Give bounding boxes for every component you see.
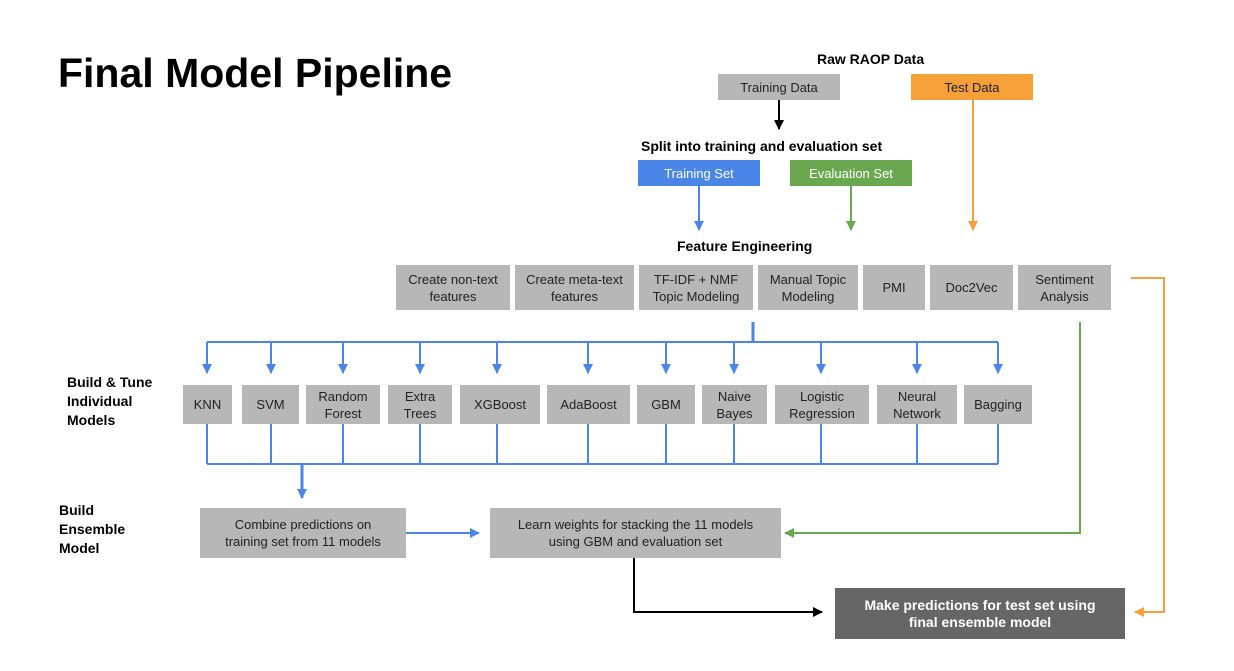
model-box-knn: KNN: [183, 385, 232, 424]
model-label: Regression: [789, 405, 855, 421]
model-box-xgboost: XGBoost: [460, 385, 540, 424]
model-collect-lines: [206, 424, 999, 499]
evaluation-set-box: Evaluation Set: [790, 160, 912, 186]
model-label: XGBoost: [473, 397, 527, 412]
training-set-label: Training Set: [664, 165, 734, 181]
feature-label: PMI: [882, 280, 906, 295]
model-box-adaboost: AdaBoost: [547, 385, 630, 424]
model-label: Bagging: [974, 397, 1022, 412]
feature-label: Create non-text: [408, 271, 498, 287]
feature-label: Sentiment: [1035, 271, 1094, 287]
build-tune-line: Individual: [67, 393, 133, 409]
learn-label: Learn weights for stacking the 11 models: [517, 517, 754, 532]
model-box-gbm: GBM: [637, 385, 695, 424]
arrow-evaluation-path-to-learn: [784, 322, 1081, 538]
learn-label: using GBM and evaluation set: [548, 534, 723, 549]
build-tune-line: Build & Tune: [67, 374, 153, 390]
split-heading: Split into training and evaluation set: [641, 138, 883, 154]
feature-label: Topic Modeling: [652, 288, 740, 304]
feature-label: TF-IDF + NMF: [653, 271, 739, 287]
model-box-svm: SVM: [242, 385, 299, 424]
training-data-box: Training Data: [718, 74, 840, 100]
model-label: KNN: [193, 397, 222, 412]
build-tune-line: Models: [67, 412, 116, 428]
feature-box-pmi: PMI: [863, 265, 925, 310]
model-label: Naive: [717, 388, 752, 404]
model-label: Network: [893, 405, 941, 421]
feature-label: Modeling: [781, 288, 835, 304]
build-tune-label: Build & Tune Individual Models: [67, 373, 152, 430]
combine-label: training set from 11 models: [225, 534, 381, 549]
raw-data-heading: Raw RAOP Data: [817, 51, 925, 67]
model-label: Logistic: [799, 388, 845, 404]
model-label: Forest: [324, 405, 362, 421]
model-box-bagging: Bagging: [964, 385, 1032, 424]
build-ensemble-line: Model: [59, 540, 100, 556]
model-label: SVM: [256, 397, 285, 412]
learn-weights-box: Learn weights for stacking the 11 models…: [490, 508, 781, 558]
feature-engineering-heading: Feature Engineering: [677, 238, 813, 254]
model-label: AdaBoost: [560, 397, 617, 412]
combine-label: Combine predictions on: [234, 517, 372, 532]
model-label: Extra: [404, 388, 436, 404]
combine-predictions-box: Combine predictions on training set from …: [200, 508, 406, 558]
feature-box-doc2vec: Doc2Vec: [930, 265, 1013, 310]
feature-label: Analysis: [1040, 288, 1089, 304]
model-label: Trees: [403, 405, 437, 421]
model-label: GBM: [651, 397, 681, 412]
predict-label: final ensemble model: [908, 613, 1052, 630]
page-title: Final Model Pipeline: [58, 50, 453, 96]
model-label: Random: [318, 388, 368, 404]
feature-label: Doc2Vec: [945, 280, 998, 295]
model-fanout-lines: [202, 322, 1003, 374]
arrow-test-path-to-predict: [1131, 277, 1165, 617]
evaluation-set-label: Evaluation Set: [809, 165, 893, 181]
model-label: Neural: [897, 388, 937, 404]
build-ensemble-line: Build: [59, 502, 94, 518]
test-data-label: Test Data: [944, 79, 1000, 95]
test-data-box: Test Data: [911, 74, 1033, 100]
training-set-box: Training Set: [638, 160, 760, 186]
model-label: Bayes: [716, 405, 753, 421]
feature-label: features: [429, 288, 477, 304]
feature-label: Create meta-text: [526, 271, 623, 287]
arrow-learn-to-predict: [633, 558, 823, 617]
training-data-label: Training Data: [740, 79, 818, 95]
predict-label: Make predictions for test set using: [864, 596, 1096, 613]
build-ensemble-label: Build Ensemble Model: [59, 501, 125, 558]
feature-label: Manual Topic: [769, 271, 847, 287]
feature-label: features: [551, 288, 598, 304]
build-ensemble-line: Ensemble: [59, 521, 126, 537]
